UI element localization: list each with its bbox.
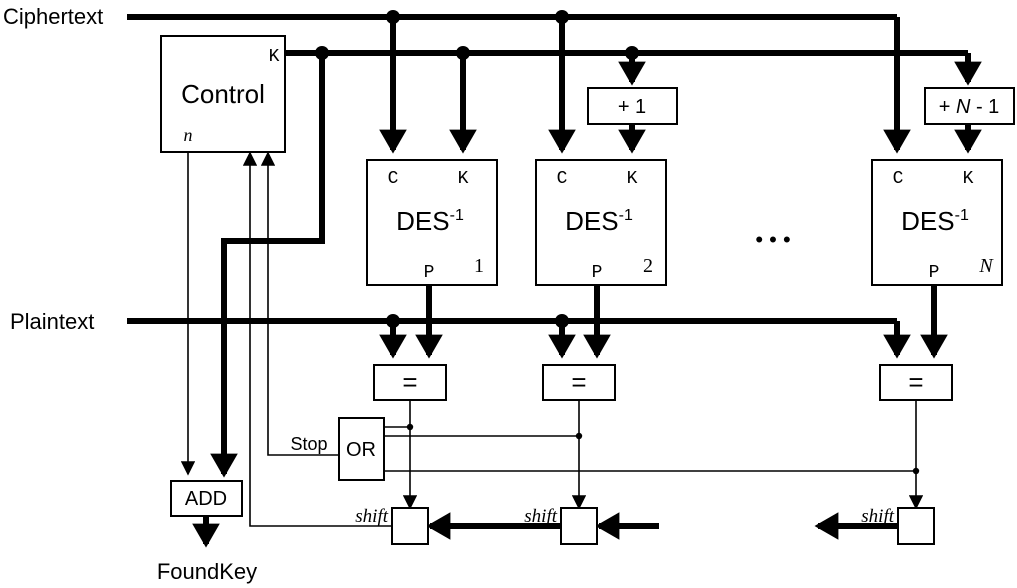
des2-k-port: K	[627, 169, 638, 189]
junction-dots	[315, 10, 639, 328]
desN-title: DES-1	[901, 206, 969, 236]
adder: ADD	[170, 480, 243, 517]
des1-p-port: P	[424, 263, 435, 283]
adder-label: ADD	[185, 488, 227, 510]
control-n-port: n	[184, 125, 193, 145]
shift-register-n	[897, 507, 935, 545]
control-title: Control	[181, 79, 265, 109]
des-unit-2: C K DES-1 P 2	[535, 159, 667, 286]
desN-c-port: C	[893, 169, 904, 189]
shift-register-2	[560, 507, 598, 545]
stop-to-control	[260, 151, 339, 456]
incrementer-1: + 1	[587, 87, 678, 125]
foundkey-label: FoundKey	[157, 559, 257, 584]
ciphertext-label: Ciphertext	[3, 4, 103, 29]
control-block: Control K n	[160, 35, 286, 153]
desN-p-port: P	[929, 263, 940, 283]
or-gate-label: OR	[346, 439, 376, 461]
shift-register-1	[391, 507, 429, 545]
desN-k-port: K	[963, 169, 974, 189]
comparator-1-label: =	[402, 367, 417, 397]
shift-label-2: shift	[524, 506, 557, 527]
comparator-1: =	[373, 364, 447, 401]
shift-label-n: shift	[861, 506, 894, 527]
des2-title: DES-1	[565, 206, 633, 236]
des2-c-port: C	[557, 169, 568, 189]
desN-index: N	[978, 255, 994, 277]
key-to-adder	[210, 53, 325, 478]
des1-index: 1	[474, 255, 484, 277]
comparator-n: =	[879, 364, 953, 401]
stop-label: Stop	[290, 434, 327, 454]
shift-to-control	[242, 151, 392, 527]
shift-label-1: shift	[355, 506, 388, 527]
des2-index: 2	[643, 255, 653, 277]
comparator-2: =	[542, 364, 616, 401]
comparator-2-label: =	[571, 367, 586, 397]
incrementer-n-label: + N - 1	[939, 96, 1000, 118]
des1-title: DES-1	[396, 206, 464, 236]
or-junction-dots	[406, 423, 920, 475]
incrementer-n-minus-1: + N - 1	[924, 87, 1015, 125]
des1-c-port: C	[388, 169, 399, 189]
ellipsis: • • •	[755, 227, 790, 252]
or-gate: OR	[338, 417, 385, 481]
incrementer-1-label: + 1	[618, 96, 646, 118]
des1-k-port: K	[458, 169, 469, 189]
des2-p-port: P	[592, 263, 603, 283]
plaintext-label: Plaintext	[10, 309, 94, 334]
comparator-n-label: =	[908, 367, 923, 397]
des-unit-n: C K DES-1 P N	[871, 159, 1003, 286]
des-unit-1: C K DES-1 P 1	[366, 159, 498, 286]
control-k-port: K	[269, 47, 280, 67]
